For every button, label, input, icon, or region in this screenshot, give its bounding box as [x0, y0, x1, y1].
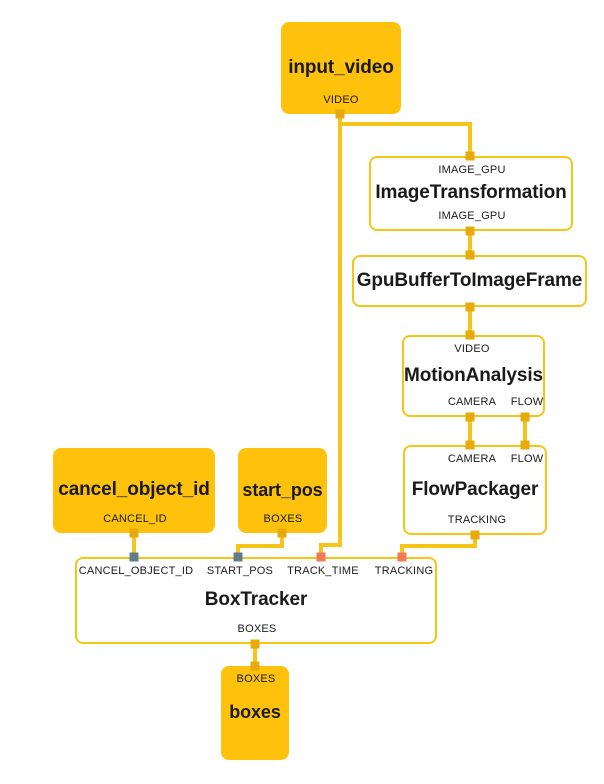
- input-port-label-boxes-boxes[interactable]: BOXES: [236, 673, 276, 685]
- output-port-label-input_video-video[interactable]: VIDEO: [323, 94, 359, 106]
- node-title-flow_packager: FlowPackager: [411, 478, 539, 500]
- input-port-label-box_tracker-track_time[interactable]: TRACK_TIME: [287, 565, 359, 577]
- output-port-label-motion_analysis-flow[interactable]: FLOW: [510, 396, 544, 408]
- port-connector-s-flowpkg-in-camera[interactable]: [465, 440, 475, 450]
- edge-e-video-to-imagegpu[interactable]: [338, 114, 472, 156]
- node-title-start_pos: start_pos: [242, 479, 323, 500]
- port-connector-s-motion-out-camera[interactable]: [465, 412, 475, 422]
- port-connector-s-imgtrans-out[interactable]: [465, 226, 475, 236]
- output-port-label-start_pos-boxes[interactable]: BOXES: [263, 513, 303, 525]
- output-port-label-cancel_object_id-cancel_id[interactable]: CANCEL_ID: [103, 513, 167, 525]
- node-title-input_video: input_video: [288, 56, 394, 78]
- node-boxes[interactable]: boxes BOXES: [221, 666, 289, 760]
- node-title-motion_analysis: MotionAnalysis: [404, 364, 544, 386]
- node-gpu_buffer_to_image_frame[interactable]: GpuBufferToImageFrame: [352, 255, 587, 307]
- node-box_tracker[interactable]: BoxTracker CANCEL_OBJECT_ID START_POS TRACK…: [75, 557, 437, 644]
- node-title-boxes: boxes: [229, 702, 281, 723]
- input-port-label-motion_analysis-video[interactable]: VIDEO: [454, 343, 490, 355]
- input-port-label-box_tracker-cancel_object_id[interactable]: CANCEL_OBJECT_ID: [78, 565, 194, 577]
- output-port-label-motion_analysis-camera[interactable]: CAMERA: [447, 396, 497, 408]
- port-connector-s-flowpkg-in-flow[interactable]: [520, 440, 530, 450]
- input-port-label-box_tracker-tracking[interactable]: TRACKING: [374, 565, 434, 577]
- port-connector-s-bt-in-tracking[interactable]: [397, 552, 407, 562]
- port-connector-s-bt-in-cancel[interactable]: [129, 552, 139, 562]
- node-title-image_transformation: ImageTransformation: [375, 182, 567, 204]
- port-connector-s-input-video-out[interactable]: [335, 109, 345, 119]
- port-connector-s-gpubuf-in[interactable]: [465, 250, 475, 260]
- input-port-label-flow_packager-flow[interactable]: FLOW: [510, 453, 544, 465]
- node-title-gpu_buffer_to_image_frame: GpuBufferToImageFrame: [356, 269, 583, 291]
- port-connector-s-boxes-in[interactable]: [250, 661, 260, 671]
- port-connector-s-bt-out-boxes[interactable]: [250, 639, 260, 649]
- edge-e-startpos-to-startpos[interactable]: [236, 533, 284, 557]
- port-connector-s-gpubuf-out[interactable]: [465, 302, 475, 312]
- node-title-cancel_object_id: cancel_object_id: [58, 479, 210, 501]
- edge-e-tracking-to-tracking[interactable]: [400, 535, 477, 557]
- node-title-box_tracker: BoxTracker: [204, 589, 308, 611]
- port-connector-s-bt-in-startpos[interactable]: [233, 552, 243, 562]
- port-connector-s-cancel-out[interactable]: [129, 528, 139, 538]
- input-port-label-flow_packager-camera[interactable]: CAMERA: [447, 453, 497, 465]
- input-port-label-box_tracker-start_pos[interactable]: START_POS: [206, 565, 274, 577]
- port-connector-s-flowpkg-out[interactable]: [470, 530, 480, 540]
- node-motion_analysis[interactable]: MotionAnalysis VIDEO CAMERA FLOW: [402, 335, 545, 417]
- node-flow_packager[interactable]: FlowPackager CAMERA FLOW TRACKING: [403, 445, 547, 535]
- port-connector-s-startpos-out[interactable]: [277, 528, 287, 538]
- port-connector-s-bt-in-tracktime[interactable]: [316, 552, 326, 562]
- output-port-label-flow_packager-tracking[interactable]: TRACKING: [447, 514, 507, 526]
- port-connector-s-imgtrans-in[interactable]: [465, 151, 475, 161]
- output-port-label-image_transformation-image_gpu[interactable]: IMAGE_GPU: [438, 210, 506, 222]
- input-port-label-image_transformation-image_gpu[interactable]: IMAGE_GPU: [438, 164, 506, 176]
- port-connector-s-motion-out-flow[interactable]: [520, 412, 530, 422]
- output-port-label-box_tracker-boxes[interactable]: BOXES: [237, 623, 277, 635]
- port-connector-s-motion-in-video[interactable]: [465, 330, 475, 340]
